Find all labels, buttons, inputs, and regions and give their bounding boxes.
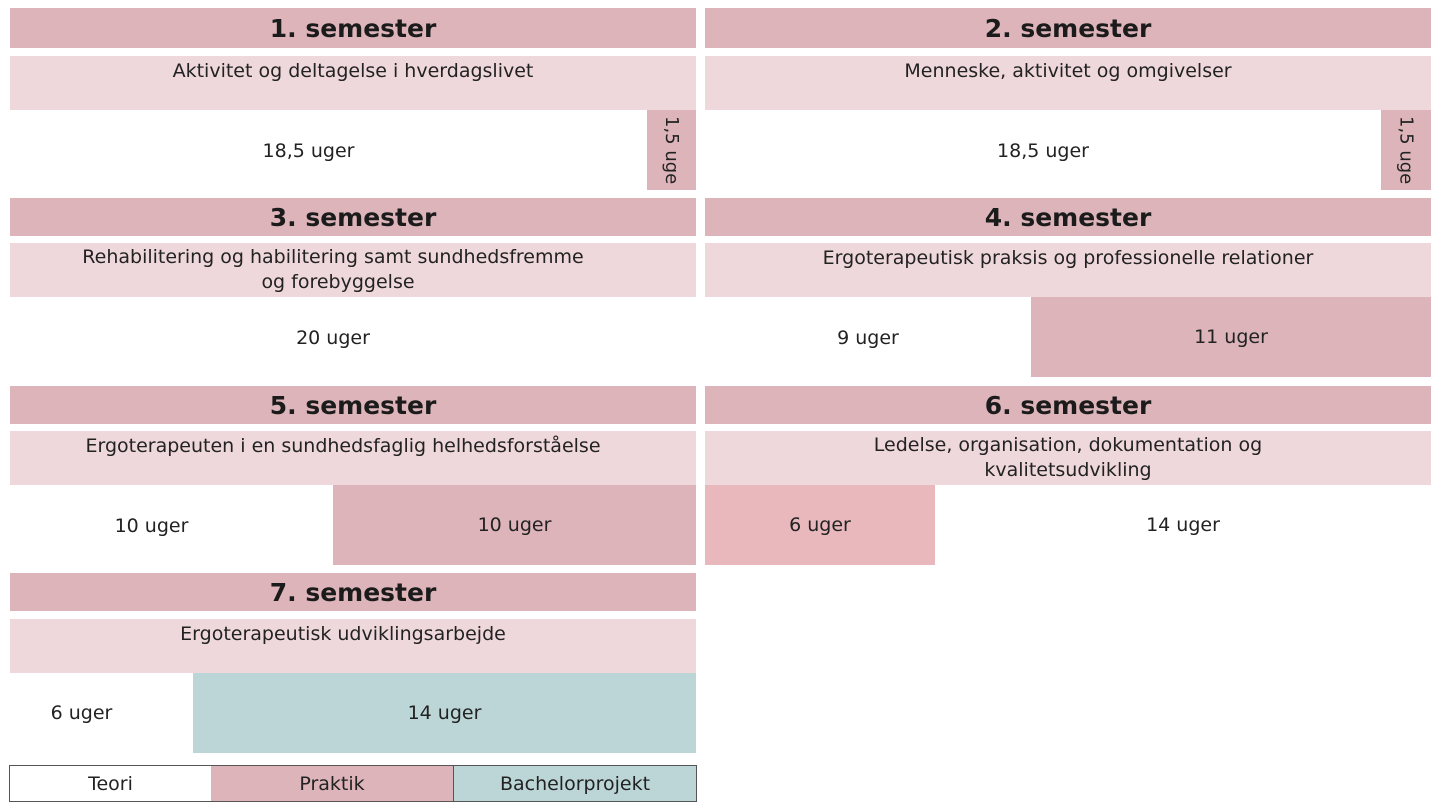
semester-1-praktik-label: 1,5 uge <box>661 115 682 185</box>
semester-1-praktik-block: 1,5 uge <box>647 110 696 190</box>
legend: Teori Praktik Bachelorprojekt <box>9 765 697 802</box>
semester-6-title: 6. semester <box>705 386 1431 424</box>
semester-6-subtitle-line2: kvalitetsudvikling <box>984 459 1152 481</box>
semester-3-title: 3. semester <box>10 198 696 236</box>
semester-7-subtitle: Ergoterapeutisk udviklingsarbejde <box>10 619 696 673</box>
semester-1-subtitle: Aktivitet og deltagelse i hverdagslivet <box>10 56 696 110</box>
semester-5-subtitle: Ergoterapeuten i en sundhedsfaglig helhe… <box>10 431 696 485</box>
semester-4-subtitle: Ergoterapeutisk praksis og professionell… <box>705 243 1431 297</box>
legend-praktik: Praktik <box>211 766 453 801</box>
semester-1-title: 1. semester <box>10 8 696 48</box>
semester-5-title: 5. semester <box>10 386 696 424</box>
semester-6-teori-block: 14 uger <box>935 485 1431 565</box>
semester-3-teori-block: 20 uger <box>10 297 656 379</box>
legend-bachelorprojekt: Bachelorprojekt <box>453 766 696 801</box>
semester-2-teori-block: 18,5 uger <box>705 110 1381 192</box>
semester-7-bachelor-block: 14 uger <box>193 673 696 753</box>
semester-5-teori-block: 10 uger <box>10 485 293 567</box>
semester-4-teori-block: 9 uger <box>705 297 1031 379</box>
semester-2-subtitle: Menneske, aktivitet og omgivelser <box>705 56 1431 110</box>
semester-3-subtitle-line2: og forebyggelse <box>261 271 415 293</box>
semester-7-teori-block: 6 uger <box>10 673 153 753</box>
semester-4-title: 4. semester <box>705 198 1431 236</box>
semester-3-subtitle-line1: Rehabilitering og habilitering samt sund… <box>82 246 584 268</box>
semester-2-praktik-label: 1,5 uge <box>1395 115 1417 185</box>
semester-4-praktik-block: 11 uger <box>1031 297 1431 377</box>
semester-1-teori-block: 18,5 uger <box>10 110 607 192</box>
semester-7-title: 7. semester <box>10 573 696 611</box>
semester-3-subtitle: Rehabilitering og habilitering samt sund… <box>10 243 696 297</box>
semester-5-praktik-block: 10 uger <box>333 485 696 565</box>
semester-6-praktik-block: 6 uger <box>705 485 935 565</box>
semester-2-title: 2. semester <box>705 8 1431 48</box>
semester-2-praktik-block: 1,5 uge <box>1381 110 1431 190</box>
semester-6-subtitle: Ledelse, organisation, dokumentation og … <box>705 431 1431 485</box>
legend-teori: Teori <box>10 766 211 801</box>
semester-6-subtitle-line1: Ledelse, organisation, dokumentation og <box>873 434 1263 456</box>
